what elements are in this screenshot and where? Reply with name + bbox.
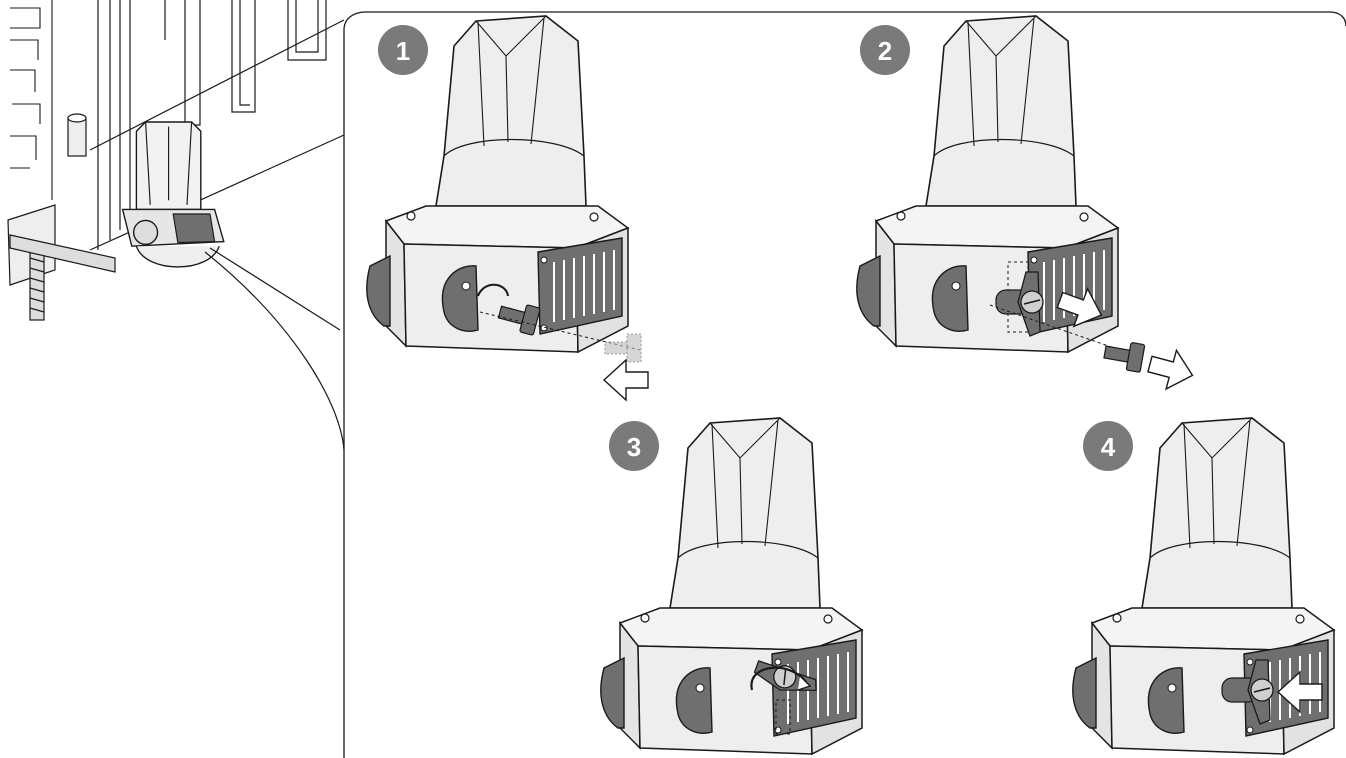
release-lever-icon xyxy=(995,271,1044,337)
step-3-badge: 3 xyxy=(609,421,659,471)
step-1-panel: 1 xyxy=(365,15,649,401)
overview-motor xyxy=(121,121,225,268)
step-3-panel: 3 xyxy=(599,417,863,755)
rotation-arrow-icon xyxy=(477,283,509,297)
svg-text:3: 3 xyxy=(627,432,641,462)
release-lever-icon xyxy=(1221,659,1274,725)
step-1-badge: 1 xyxy=(378,25,428,75)
detail-frame xyxy=(343,11,1346,450)
key-icon xyxy=(1101,337,1146,373)
svg-text:1: 1 xyxy=(396,36,410,66)
direction-arrow-icon xyxy=(603,359,649,401)
step-2-badge: 2 xyxy=(860,25,910,75)
svg-text:2: 2 xyxy=(878,36,892,66)
key-ghost xyxy=(604,333,642,363)
step-4-badge: 4 xyxy=(1083,421,1133,471)
step-2-panel: 2 xyxy=(855,15,1199,396)
step-4-panel: 4 xyxy=(1071,417,1335,755)
direction-arrow-icon xyxy=(1144,343,1199,396)
svg-text:4: 4 xyxy=(1101,432,1116,462)
overview-inset xyxy=(7,0,345,451)
